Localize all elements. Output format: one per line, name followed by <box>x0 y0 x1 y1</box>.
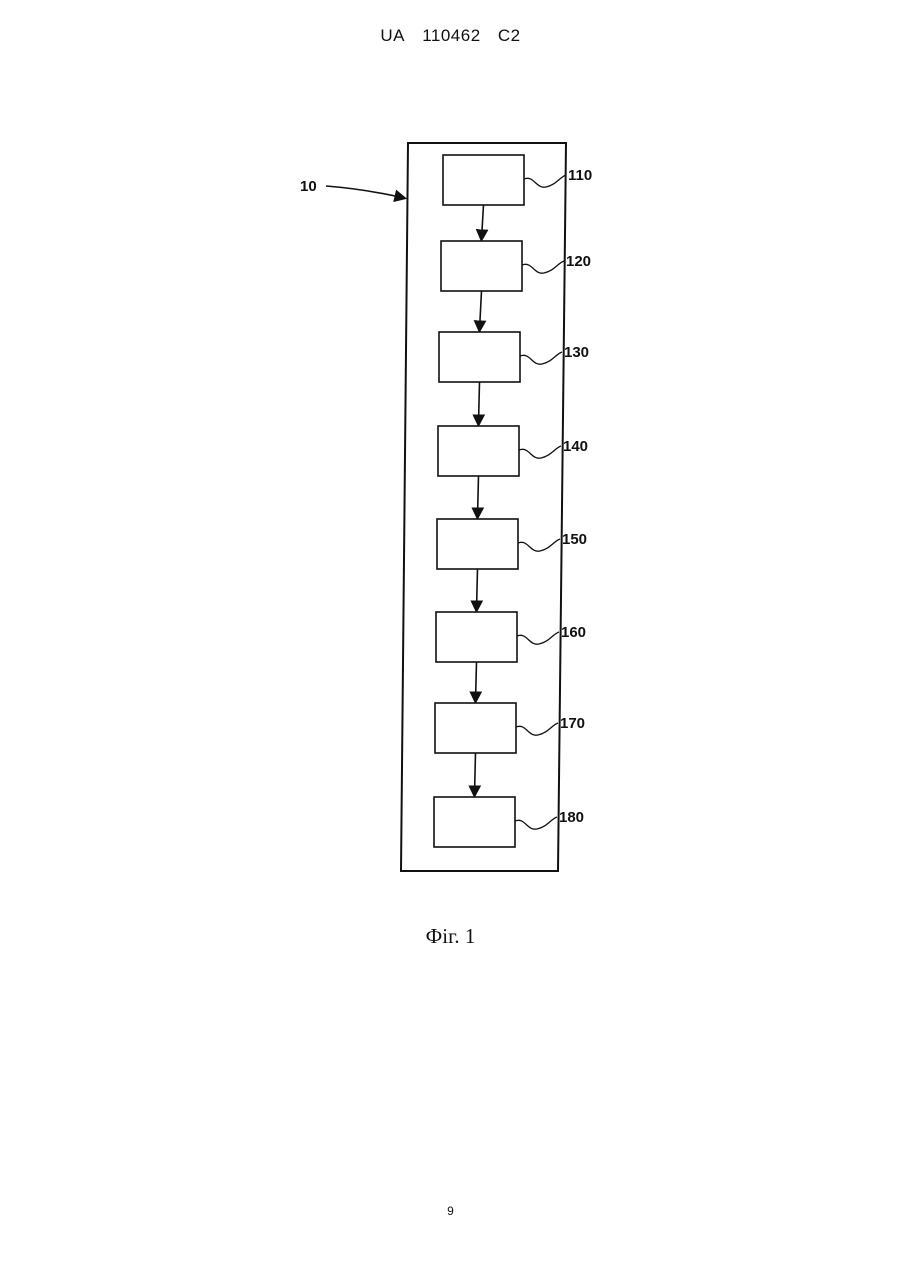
ref-label-140: 140 <box>563 438 588 455</box>
arrow-120-to-130 <box>480 291 482 330</box>
leader-180 <box>515 817 557 829</box>
ref-label-110: 110 <box>568 167 592 184</box>
block-140 <box>438 426 519 476</box>
ref-label-170: 170 <box>560 715 585 732</box>
page-number: 9 <box>0 1204 901 1218</box>
leader-120 <box>522 261 564 273</box>
leader-110 <box>524 175 566 187</box>
system-ref-leader <box>326 186 404 198</box>
arrow-150-to-160 <box>477 569 478 610</box>
leader-140 <box>519 446 561 458</box>
leader-130 <box>520 352 562 364</box>
arrow-170-to-180 <box>475 753 476 795</box>
block-130 <box>439 332 520 382</box>
blocks-layer: 110 120 130 140 150 160 170 180 <box>434 155 592 847</box>
arrow-140-to-150 <box>478 476 479 517</box>
block-160 <box>436 612 517 662</box>
ref-label-160: 160 <box>561 624 586 641</box>
block-170 <box>435 703 516 753</box>
block-180 <box>434 797 515 847</box>
leader-150 <box>518 539 560 551</box>
arrow-160-to-170 <box>476 662 477 701</box>
arrow-110-to-120 <box>482 205 484 239</box>
arrow-130-to-140 <box>479 382 480 424</box>
ref-label-150: 150 <box>562 531 587 548</box>
ref-label-180: 180 <box>559 809 584 826</box>
system-ref-label: 10 <box>300 178 317 195</box>
block-150 <box>437 519 518 569</box>
leader-170 <box>516 723 558 735</box>
ref-label-120: 120 <box>566 253 591 270</box>
leader-160 <box>517 632 559 644</box>
block-110 <box>443 155 524 205</box>
block-120 <box>441 241 522 291</box>
ref-label-130: 130 <box>564 344 589 361</box>
figure-caption: Фіг. 1 <box>0 924 901 949</box>
